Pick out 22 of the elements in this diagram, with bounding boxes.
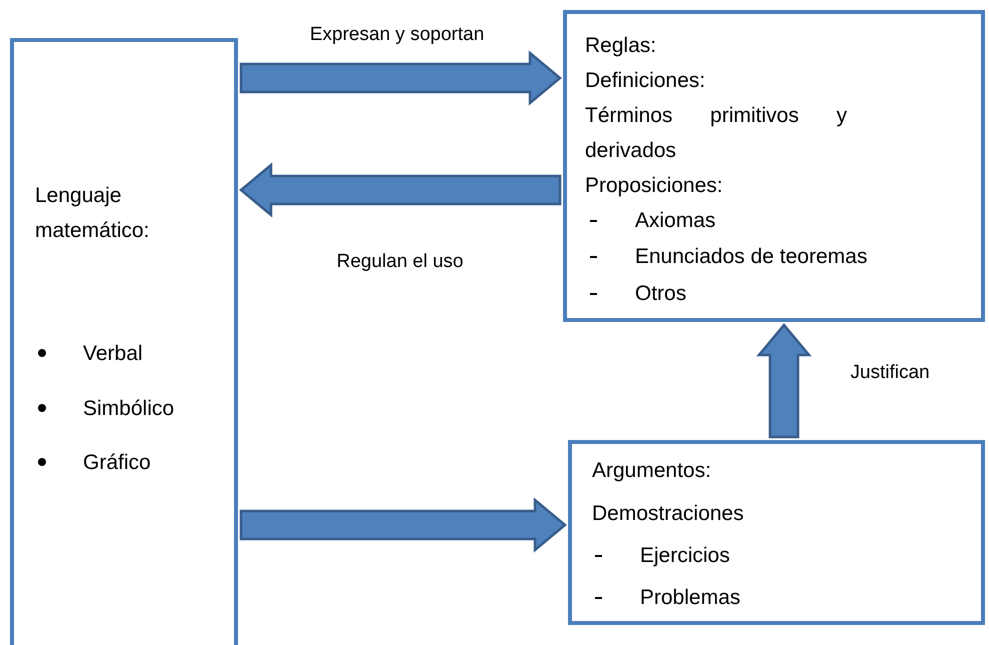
block-arrow [240,497,567,553]
list-item: Ejercicios [640,542,730,568]
heading-text: Lenguaje matemático: [35,182,150,244]
text-box [568,440,985,625]
list-item: Simbólico [83,396,174,422]
heading-text: Definiciones: [585,68,706,94]
list-item: Gráfico [83,450,151,476]
block-arrow [756,323,812,438]
heading-text: Proposiciones: [585,172,723,198]
list-item: Verbal [83,340,143,366]
text-box [563,10,985,322]
list-item: Otros [635,280,686,306]
text-box [10,38,238,645]
block-arrow [239,162,562,218]
item-text: Demostraciones [592,500,744,526]
block-arrow [240,50,562,106]
item-text: Términos primitivos y derivados [585,102,847,164]
heading-text: Argumentos: [592,458,712,484]
list-item: Problemas [640,584,740,610]
list-item: Axiomas [635,208,716,234]
heading-text: Reglas: [585,32,656,58]
list-item: Enunciados de teoremas [635,244,868,270]
